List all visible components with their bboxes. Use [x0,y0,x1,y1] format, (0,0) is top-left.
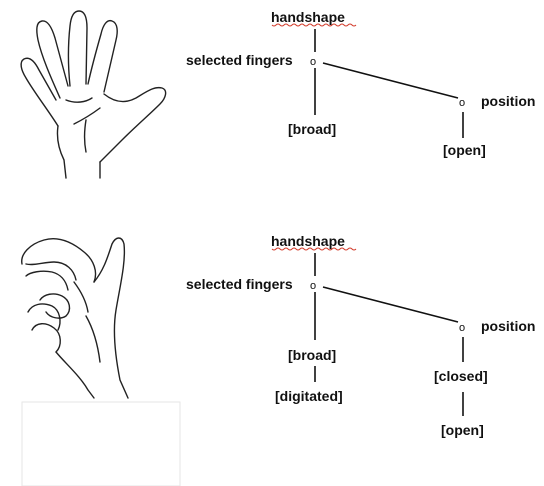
position-feature-open: [open] [441,422,484,438]
selected-fingers-label: selected fingers [186,52,293,68]
position-label: position [481,93,535,109]
spellcheck-underline [271,23,357,27]
open-hand-illustration [20,10,167,179]
position-label: position [481,318,535,334]
root-label-handshape: handshape [271,233,345,249]
claw-hand-illustration [21,237,129,399]
finger-feature-digitated: [digitated] [275,388,343,404]
selected-fingers-node: o [310,280,316,292]
finger-feature-broad: [broad] [288,347,336,363]
selected-fingers-node: o [310,56,316,68]
image-frame [21,401,181,486]
finger-feature-broad: [broad] [288,121,336,137]
root-label-handshape: handshape [271,9,345,25]
position-feature-closed: [closed] [434,368,488,384]
position-node: o [459,322,465,334]
spellcheck-underline [271,247,357,251]
edge-fingers-to-position [322,286,459,323]
feature-tree-1: handshape selected fingers o [broad] o p… [186,9,535,158]
position-node: o [459,97,465,109]
edge-fingers-to-position [322,62,459,99]
feature-tree-2: handshape selected fingers o [broad] [di… [186,233,535,438]
selected-fingers-label: selected fingers [186,276,293,292]
position-feature-open: [open] [443,142,486,158]
